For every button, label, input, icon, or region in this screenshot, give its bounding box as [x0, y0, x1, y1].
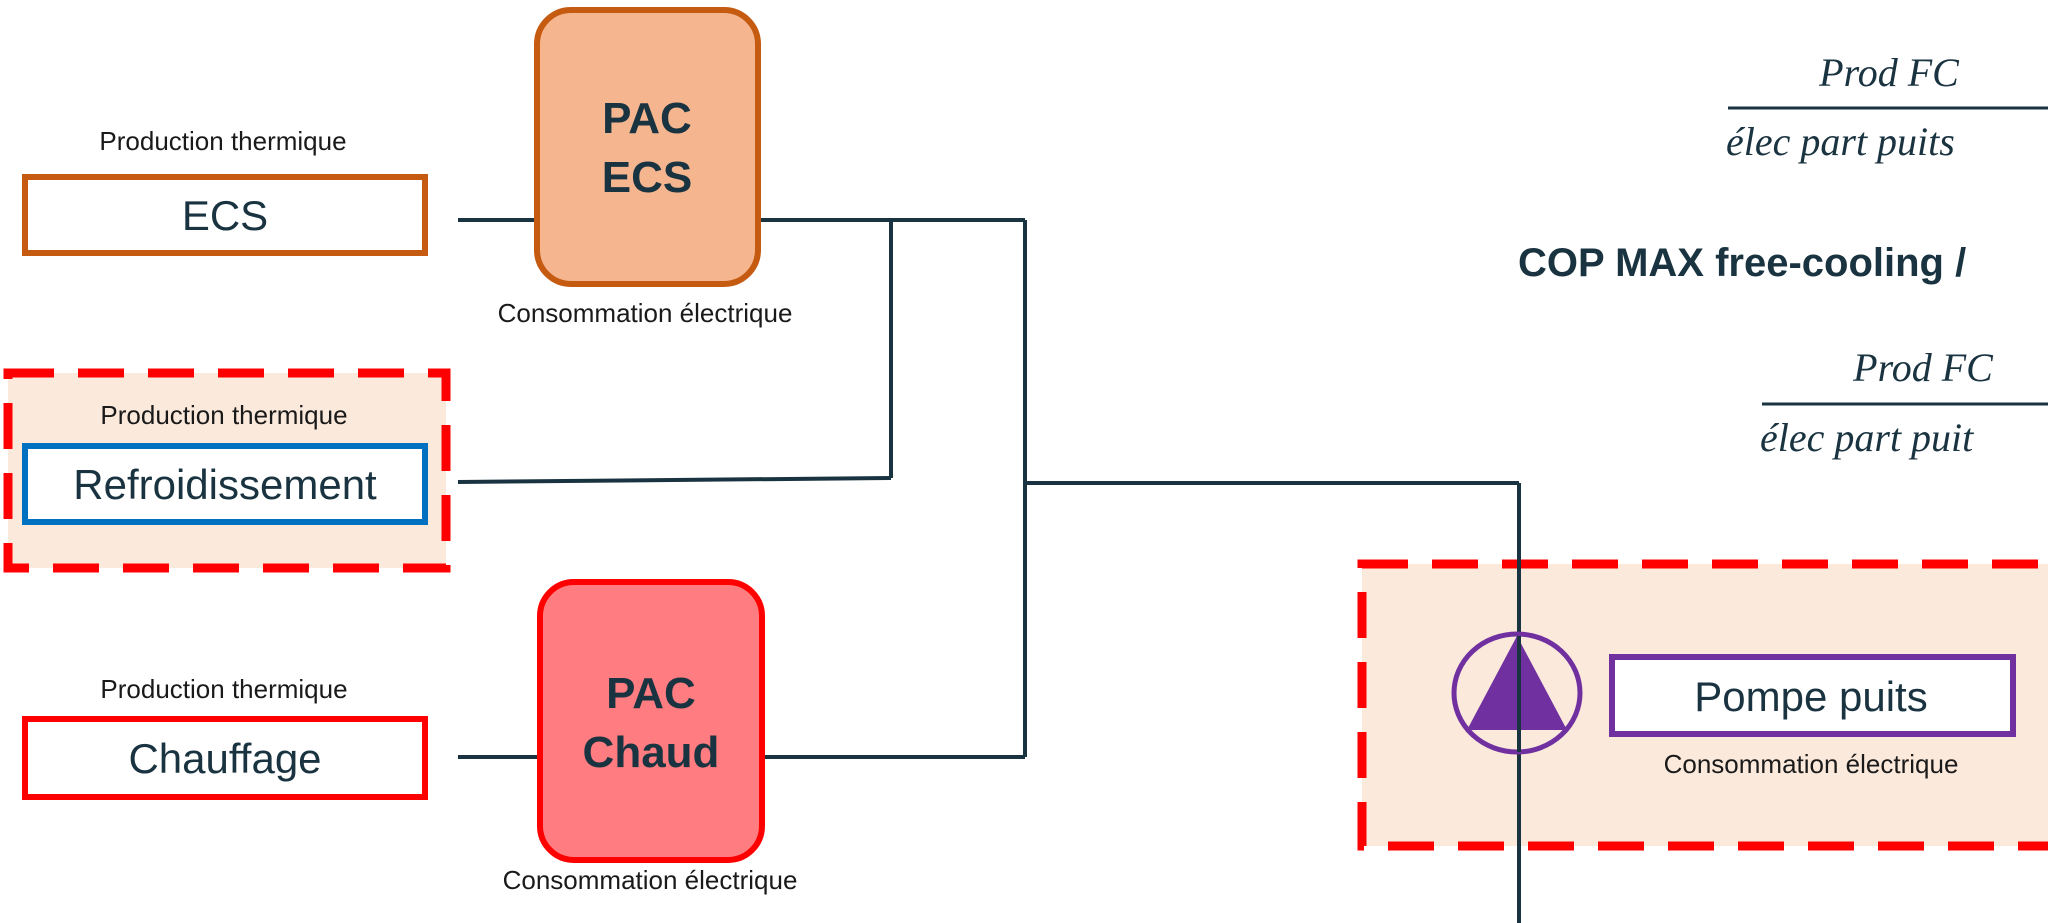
pump-box — [1609, 654, 2016, 737]
refroidissement-production-label: Production thermique — [100, 400, 347, 430]
chauffage-production-label: Production thermique — [100, 674, 347, 704]
pump-icon — [1451, 631, 1583, 755]
pac-ecs-consumption-label: Consommation électrique — [498, 298, 793, 328]
ecs-box — [22, 174, 428, 256]
pac-ecs-line1: PAC — [602, 94, 692, 143]
chauffage-box — [22, 716, 428, 800]
formula-top-numerator: Prod FC — [1818, 50, 1960, 95]
pump-label: Pompe puits — [1694, 673, 1927, 720]
formula-mid-numerator: Prod FC — [1852, 345, 1994, 390]
formula-top-denominator: élec part puits — [1726, 119, 1955, 164]
pump-consumption-label: Consommation électrique — [1664, 749, 1959, 779]
pac-ecs-line2: ECS — [602, 153, 692, 202]
pipe-refroidissement — [457, 476, 892, 484]
formula-mid-denominator: élec part puit — [1760, 415, 1974, 460]
pac-chaud-consumption-label: Consommation électrique — [503, 865, 798, 895]
pac-ecs-box — [534, 7, 761, 287]
ecs-label: ECS — [182, 192, 268, 239]
pac-chaud-line1: PAC — [606, 669, 696, 718]
chauffage-label: Chauffage — [128, 735, 321, 782]
cop-title: COP MAX free-cooling / — [1518, 241, 1966, 285]
pac-chaud-line2: Chaud — [583, 728, 720, 777]
pac-chaud-box — [537, 579, 765, 863]
ecs-production-label: Production thermique — [99, 126, 346, 156]
refroidissement-box — [22, 443, 428, 525]
refroidissement-label: Refroidissement — [73, 461, 377, 508]
